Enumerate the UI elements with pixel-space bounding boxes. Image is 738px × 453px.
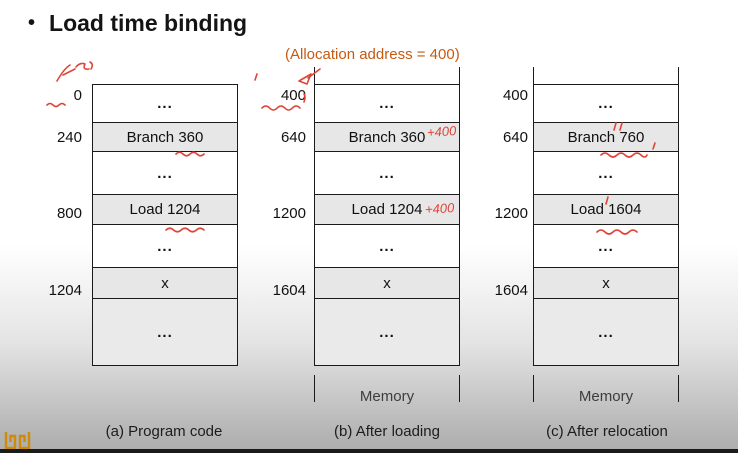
addr-a-1: 240: [56, 129, 82, 146]
table-row: ...: [315, 298, 459, 365]
university-logo-icon: [4, 430, 31, 453]
addr-c-0: 400: [502, 87, 528, 104]
table-row: x: [93, 267, 237, 298]
table-row: ...: [93, 298, 237, 365]
table-row: Branch 760: [534, 122, 678, 151]
handwritten-scribble-icon: [52, 58, 98, 86]
addr-a-2: 800: [56, 205, 82, 222]
addr-c-1: 640: [502, 129, 528, 146]
table-row: ...: [534, 298, 678, 365]
memory-extension-top-b: [314, 67, 460, 84]
table-row: Branch 360: [315, 122, 459, 151]
table-row: x: [315, 267, 459, 298]
table-row: ...: [315, 151, 459, 194]
table-row: x: [534, 267, 678, 298]
memory-label-c: Memory: [578, 388, 634, 405]
addr-c-3: 1604: [494, 282, 528, 299]
addr-a-3: 1204: [48, 282, 82, 299]
addr-b-3: 1604: [272, 282, 306, 299]
addr-b-0: 400: [280, 87, 306, 104]
caption-a: (a) Program code: [105, 423, 223, 440]
page-title: • Load time binding: [28, 10, 247, 37]
memory-table-c: ... Branch 760 ... Load 1604 ... x ...: [533, 84, 679, 366]
delta-annotation: +400: [424, 199, 455, 218]
memory-extension-bottom-b: [314, 375, 460, 402]
table-row: ...: [534, 151, 678, 194]
caption-b: (b) After loading: [334, 423, 440, 440]
table-row: ...: [93, 224, 237, 267]
tick-mark-icon: [252, 72, 260, 82]
addr-b-1: 640: [280, 129, 306, 146]
delta-annotation: +400: [426, 122, 457, 141]
allocation-address-note: (Allocation address = 400): [285, 46, 460, 63]
memory-extension-top-c: [533, 67, 679, 84]
bullet-icon: •: [28, 12, 36, 34]
memory-table-b: ... Branch 360 ... Load 1204 ... x ...: [314, 84, 460, 366]
table-row: Load 1204: [93, 194, 237, 224]
table-row: ...: [315, 85, 459, 122]
memory-label-b: Memory: [359, 388, 415, 405]
table-row: ...: [93, 85, 237, 122]
memory-table-a: ... Branch 360 ... Load 1204 ... x ...: [92, 84, 238, 366]
table-row: ...: [534, 85, 678, 122]
table-row: Load 1204: [315, 194, 459, 224]
table-row: ...: [534, 224, 678, 267]
table-row: ...: [315, 224, 459, 267]
table-row: Load 1604: [534, 194, 678, 224]
table-row: ...: [93, 151, 237, 194]
page-title-text: Load time binding: [49, 10, 248, 36]
addr-a-0: 0: [73, 87, 82, 104]
slide-bottom-edge: [0, 449, 738, 453]
addr-c-2: 1200: [494, 205, 528, 222]
caption-c: (c) After relocation: [546, 423, 668, 440]
table-row: Branch 360: [93, 122, 237, 151]
addr-b-2: 1200: [272, 205, 306, 222]
memory-extension-bottom-c: [533, 375, 679, 402]
